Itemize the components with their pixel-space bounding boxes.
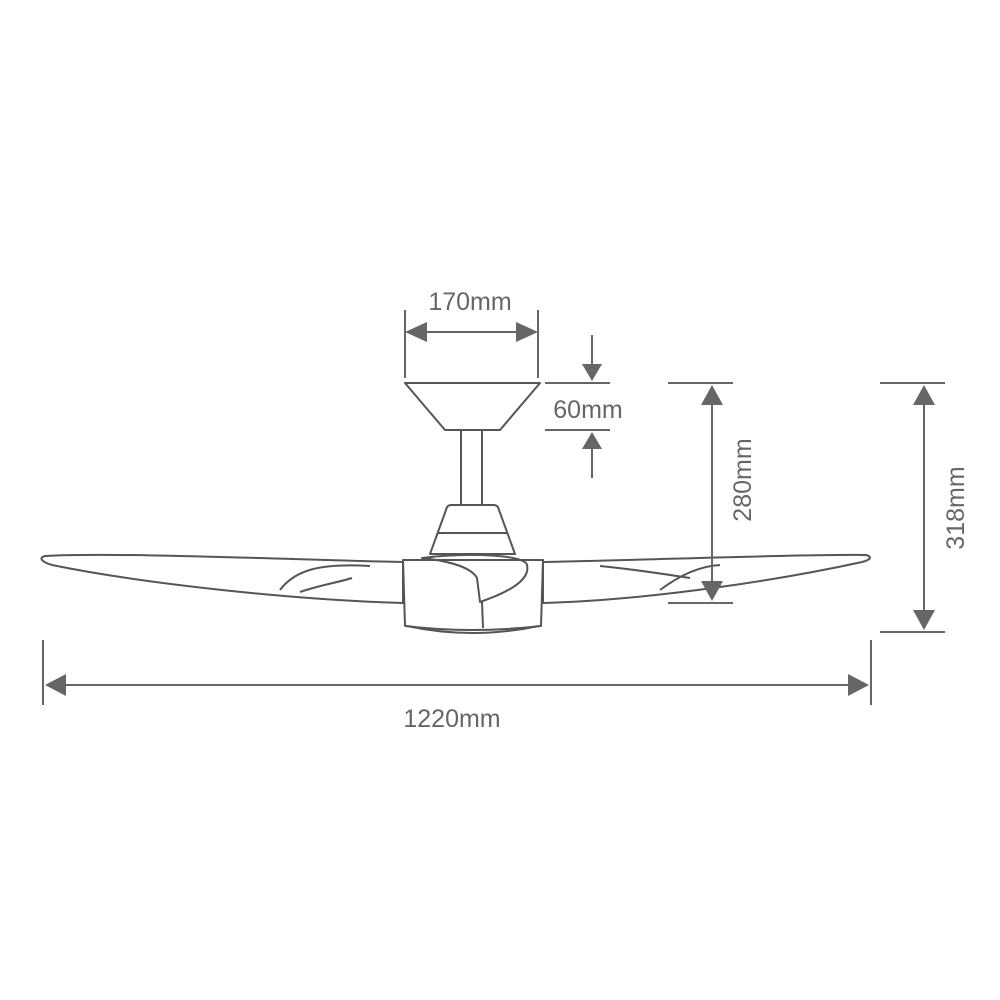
motor-swirl: [421, 553, 529, 603]
dimension-canopy-height: 60mm: [545, 335, 623, 478]
canopy-width-label: 170mm: [428, 288, 511, 316]
dimension-overall-height: 318mm: [880, 382, 970, 633]
fan-drawing: [40, 382, 871, 634]
dimension-blade-span: 1220mm: [42, 640, 872, 733]
motor-bottom-cap: [406, 625, 540, 634]
motor-top: [429, 504, 516, 555]
left-blade-detail: [279, 564, 371, 593]
right-blade-detail: [599, 564, 721, 591]
dimension-canopy-width: 170mm: [404, 288, 539, 378]
overall-height-label: 318mm: [942, 466, 970, 549]
blade-span-label: 1220mm: [403, 705, 500, 733]
fan-drop-label: 280mm: [729, 438, 757, 521]
motor-seam: [481, 601, 484, 629]
downrod: [460, 429, 483, 506]
left-blade: [40, 553, 404, 604]
motor-housing: [402, 559, 544, 631]
right-blade: [542, 553, 871, 604]
canopy-height-label: 60mm: [553, 396, 622, 424]
canopy: [404, 382, 541, 431]
dimension-fan-drop: 280mm: [668, 382, 757, 604]
